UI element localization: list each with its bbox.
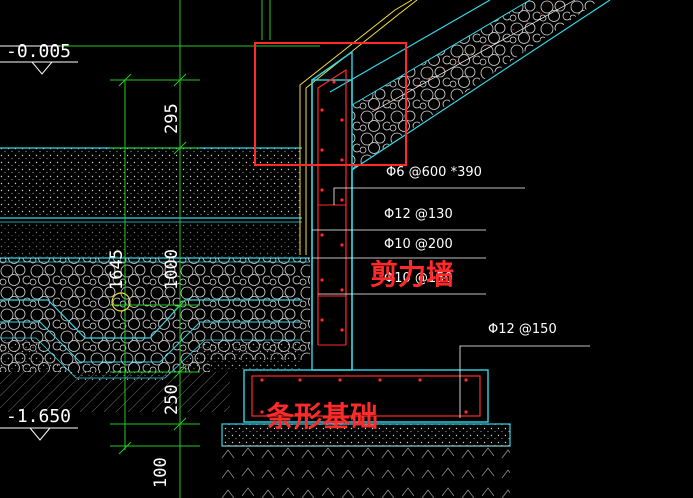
dimension-1000: 1000 xyxy=(162,249,182,290)
shear-wall xyxy=(311,68,353,371)
leader-lines xyxy=(312,187,590,418)
strip-foundation xyxy=(221,369,511,498)
rebar-note-3: Φ10 @200 xyxy=(384,237,453,252)
elevation-top-text: -0.005 xyxy=(6,41,71,62)
dimension-295: 295 xyxy=(162,103,182,134)
rebar-note-4: Φ10 @150 xyxy=(384,271,453,286)
strip-foundation-label: 条形基础 xyxy=(266,400,378,433)
dimension-250: 250 xyxy=(162,384,182,415)
elevation-marker-top: -0.005 xyxy=(0,41,78,75)
dimension-lines xyxy=(0,0,320,498)
highlight-box xyxy=(254,42,407,166)
ground-layers xyxy=(0,147,310,412)
dotted-fill-layer xyxy=(0,148,302,218)
rebar-note-2: Φ12 @130 xyxy=(384,207,453,222)
yellow-marker-circle xyxy=(111,292,131,312)
dimension-100: 100 xyxy=(151,457,171,488)
elevation-bottom-text: -1.650 xyxy=(6,406,71,427)
shear-wall-label: 剪力墙 xyxy=(370,258,454,291)
elevation-marker-bottom: -1.650 xyxy=(0,406,78,441)
rebar-note-1: Φ6 @600 *390 xyxy=(386,165,482,180)
dimension-1645: 1645 xyxy=(107,249,127,290)
rebar-note-5: Φ12 @150 xyxy=(488,322,557,337)
